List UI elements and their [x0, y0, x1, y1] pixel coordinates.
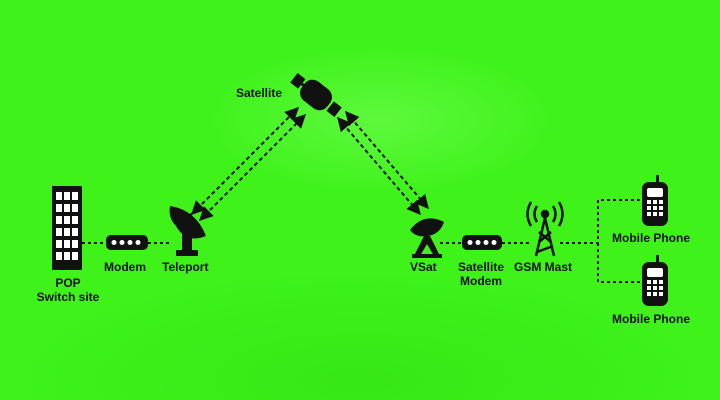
gsm-mast-label: GSM Mast — [514, 260, 573, 274]
vsat-dish-icon — [410, 218, 444, 258]
pop-building-icon — [52, 186, 82, 270]
satellite-icon — [290, 73, 342, 117]
gsm-phones-link — [560, 199, 640, 244]
satellite-label: Satellite — [236, 86, 283, 100]
teleport-dish-icon — [169, 206, 206, 256]
mobile-phone-icon — [642, 175, 668, 226]
vsat-label: VSat — [410, 260, 437, 274]
teleport-satellite-link-2 — [199, 114, 306, 221]
mobile-phone-label-1: Mobile Phone — [612, 231, 690, 245]
modem-icon — [106, 235, 148, 250]
mobile-phone-label-2: Mobile Phone — [612, 312, 690, 326]
satellite-modem-label: Satellite Modem — [457, 260, 505, 288]
satellite-modem-icon — [462, 235, 502, 250]
mobile-phone-icon — [642, 255, 668, 306]
teleport-label: Teleport — [162, 260, 209, 274]
gsm-mast-icon — [526, 201, 564, 257]
modem-label: Modem — [104, 260, 146, 274]
satellite-vsat-link-2 — [345, 110, 429, 210]
pop-label: POP Switch site — [36, 276, 100, 304]
gsm-phone2-link — [597, 243, 640, 283]
teleport-satellite-link — [191, 107, 299, 215]
satellite-vsat-link — [337, 116, 421, 216]
